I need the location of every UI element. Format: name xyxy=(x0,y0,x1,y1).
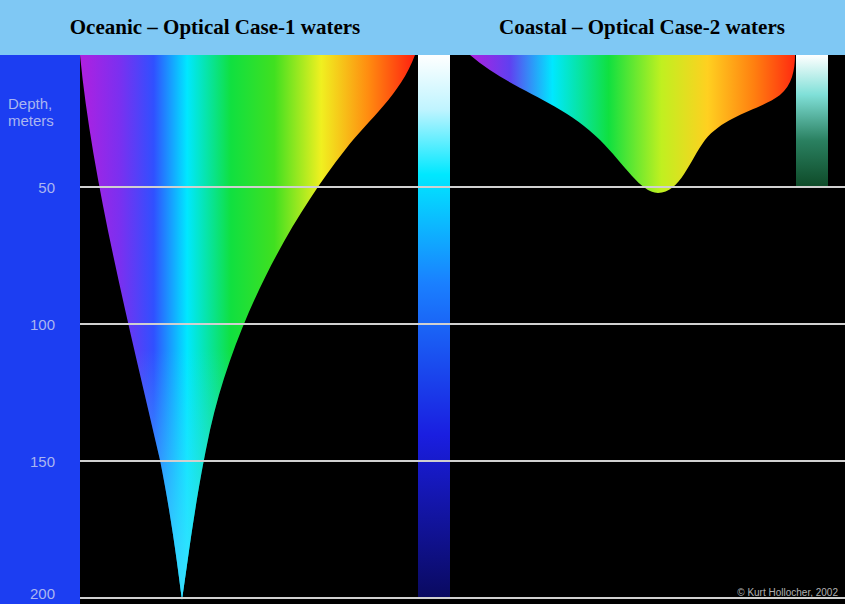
copyright-note: © Kurt Hollocher, 2002 xyxy=(737,587,838,598)
depth-tick-label: 50 xyxy=(38,179,55,196)
depth-lines xyxy=(80,187,845,598)
panel-title: Oceanic – Optical Case-1 waters xyxy=(70,15,360,40)
depth-tick-label: 200 xyxy=(30,585,55,602)
depth-tick-label: 150 xyxy=(30,453,55,470)
axis-title: Depth, meters xyxy=(8,95,72,129)
depth-tick-label: 100 xyxy=(30,316,55,333)
panel-title: Coastal – Optical Case-2 waters xyxy=(499,15,785,40)
